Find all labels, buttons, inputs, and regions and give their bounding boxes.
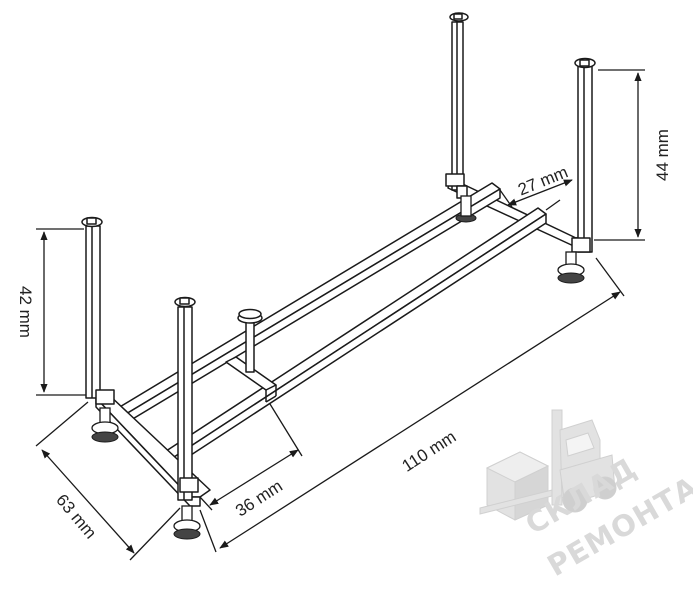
leg-back-right: [557, 57, 596, 284]
leg-front-right: [173, 296, 201, 540]
long-rail-lower-side: [167, 213, 547, 471]
leg-back-left: [445, 12, 477, 223]
label-offset-27: 27 mm: [515, 162, 570, 199]
leg-front-left: [81, 216, 119, 443]
dimension-lines: [35, 69, 645, 561]
label-leg-height-back: 44 mm: [653, 129, 672, 181]
long-rail-lower: [159, 207, 547, 462]
label-leg-height-front: 42 mm: [16, 286, 35, 338]
label-offset-36: 36 mm: [232, 476, 286, 520]
label-length: 110 mm: [399, 427, 460, 476]
watermark-logo: СКЛАД РЕМОНТА: [479, 409, 693, 583]
long-rail-upper: [117, 182, 501, 415]
label-width: 63 mm: [52, 490, 100, 542]
